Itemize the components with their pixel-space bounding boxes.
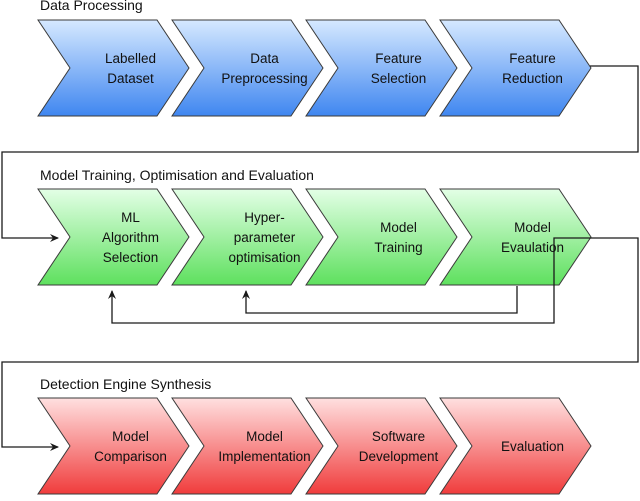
step-label-line: Training [374, 240, 422, 255]
section-title-data-processing: Data Processing [40, 0, 143, 13]
step-label-line: ML [121, 210, 140, 225]
section-title-model-training: Model Training, Optimisation and Evaluat… [40, 167, 314, 183]
feedback-loop-to-hyperparameter [242, 286, 518, 314]
chevron-model-training-step-4 [439, 188, 592, 286]
chevron-detection-engine-step-4 [439, 397, 592, 495]
step-label-line: Comparison [94, 449, 167, 464]
step-label-line: Software [372, 429, 425, 444]
chevron-model-training-step-1 [37, 188, 190, 286]
step-label-line: Labelled [105, 51, 156, 66]
step-label-line: Model [112, 429, 149, 444]
step-label-line: Model [514, 220, 551, 235]
step-label-line: Hyper- [244, 210, 285, 225]
chevron-data-processing-step-3 [305, 19, 458, 117]
step-label-detection-engine-4: Evaluation [501, 439, 564, 454]
step-label-line: Model [246, 429, 283, 444]
step-label-line: Preprocessing [221, 71, 307, 86]
step-label-line: Reduction [502, 71, 563, 86]
feedback-loop-to-algorithm-selection [108, 237, 592, 324]
step-label-line: Model [380, 220, 417, 235]
chevron-detection-engine-step-1 [37, 397, 190, 495]
connector-section2-to-section3 [1, 237, 639, 451]
chevron-model-training-step-2 [171, 188, 324, 286]
step-label-line: Selection [371, 71, 427, 86]
chevron-data-processing-step-1 [37, 19, 190, 117]
step-label-line: Algorithm [102, 230, 159, 245]
chevron-data-processing-step-4 [439, 19, 592, 117]
chevron-data-processing-step-2 [171, 19, 324, 117]
step-label-line: Feature [375, 51, 422, 66]
chevron-model-training-step-3 [305, 188, 458, 286]
chevron-detection-engine-step-3 [305, 397, 458, 495]
step-label-line: Selection [103, 250, 159, 265]
step-label-line: Data [250, 51, 279, 66]
section-title-detection-engine: Detection Engine Synthesis [40, 376, 212, 392]
step-label-line: Evaluation [501, 439, 564, 454]
chevron-detection-engine-step-2 [171, 397, 324, 495]
step-label-line: optimisation [228, 250, 300, 265]
connector-section1-to-section2 [1, 65, 639, 242]
step-label-line: Development [359, 449, 439, 464]
step-label-line: parameter [234, 230, 296, 245]
step-label-line: Evaulation [501, 240, 564, 255]
step-label-line: Dataset [107, 71, 154, 86]
step-label-model-training-2: Hyper-parameter optimisation [228, 210, 300, 265]
step-label-line: Implementation [218, 449, 310, 464]
step-label-line: Feature [509, 51, 556, 66]
